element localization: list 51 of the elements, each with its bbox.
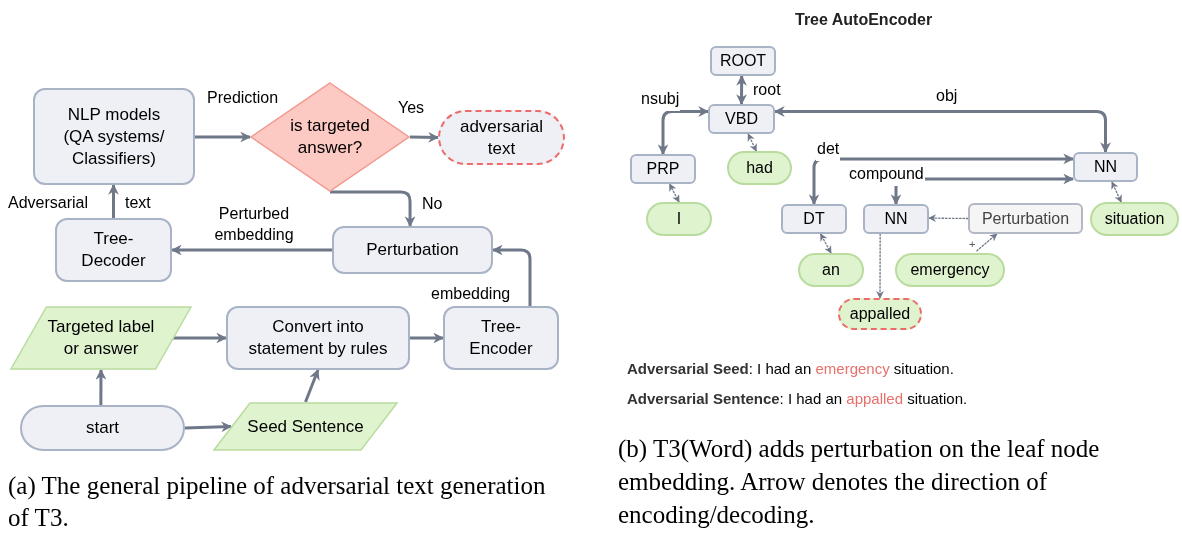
tag-box: NN [863, 204, 929, 234]
side-text: text [125, 193, 151, 213]
arrow [304, 369, 320, 403]
arrow [410, 332, 445, 344]
figure-caption: (a) The general pipeline of adversarial text generation of T3. [8, 471, 547, 533]
word-pill: had [727, 151, 792, 185]
arrow [773, 106, 1111, 154]
example-sentence: Adversarial Sentence: I had an appalled situation. [627, 389, 968, 409]
panel-title: Tree AutoEncoder [795, 10, 933, 30]
dotted-arrow [973, 233, 998, 254]
dotted-arrow [747, 133, 757, 152]
arrow [173, 332, 228, 344]
perturbation-box: Perturbation [968, 203, 1083, 234]
dotted-arrow [1111, 181, 1122, 203]
arrow [195, 131, 252, 143]
example-sentence: Adversarial Seed: I had an emergency situation. [627, 359, 954, 379]
arrow [491, 244, 532, 306]
tag-box: ROOT [710, 46, 776, 76]
arrow [108, 183, 119, 218]
arrow [330, 190, 416, 228]
arrow [736, 74, 747, 106]
arrow [95, 368, 107, 405]
arrow [409, 131, 440, 143]
arrow [808, 153, 1075, 206]
process-box: Convert into statement by rules [226, 306, 410, 370]
process-box: NLP models (QA systems/ Classifiers) [33, 88, 195, 185]
arrow [657, 106, 710, 156]
arrow [184, 421, 233, 433]
terminal-pill: adversarial text [438, 110, 565, 165]
dotted-arrow [928, 214, 969, 223]
arrow [170, 244, 332, 256]
dotted-arrow [876, 233, 884, 299]
input-parallelogram: Targeted label or answer [10, 306, 192, 370]
tag-box: NN [1073, 152, 1138, 182]
word-pill: an [798, 253, 864, 287]
dotted-arrow [668, 183, 680, 203]
word-pill: emergency [895, 253, 1005, 287]
word-pill: appalled [838, 298, 922, 330]
word-pill: situation [1090, 202, 1179, 236]
terminal-pill: start [20, 405, 185, 451]
tag-box: DT [781, 204, 847, 234]
dotted-arrow [819, 233, 832, 254]
tag-box: PRP [630, 154, 696, 184]
side-text: Adversarial [8, 193, 89, 213]
word-pill: I [646, 202, 712, 236]
input-parallelogram: Seed Sentence [213, 402, 398, 451]
process-box: Tree- Decoder [55, 218, 172, 282]
tag-box: VBD [708, 104, 775, 134]
process-box: Tree- Encoder [443, 306, 559, 370]
process-box: Perturbation [332, 226, 493, 274]
figure-caption: (b) T3(Word) adds perturbation on the leaf node embedding. Arrow denotes the direction of encoding/decoding. [618, 434, 1101, 530]
